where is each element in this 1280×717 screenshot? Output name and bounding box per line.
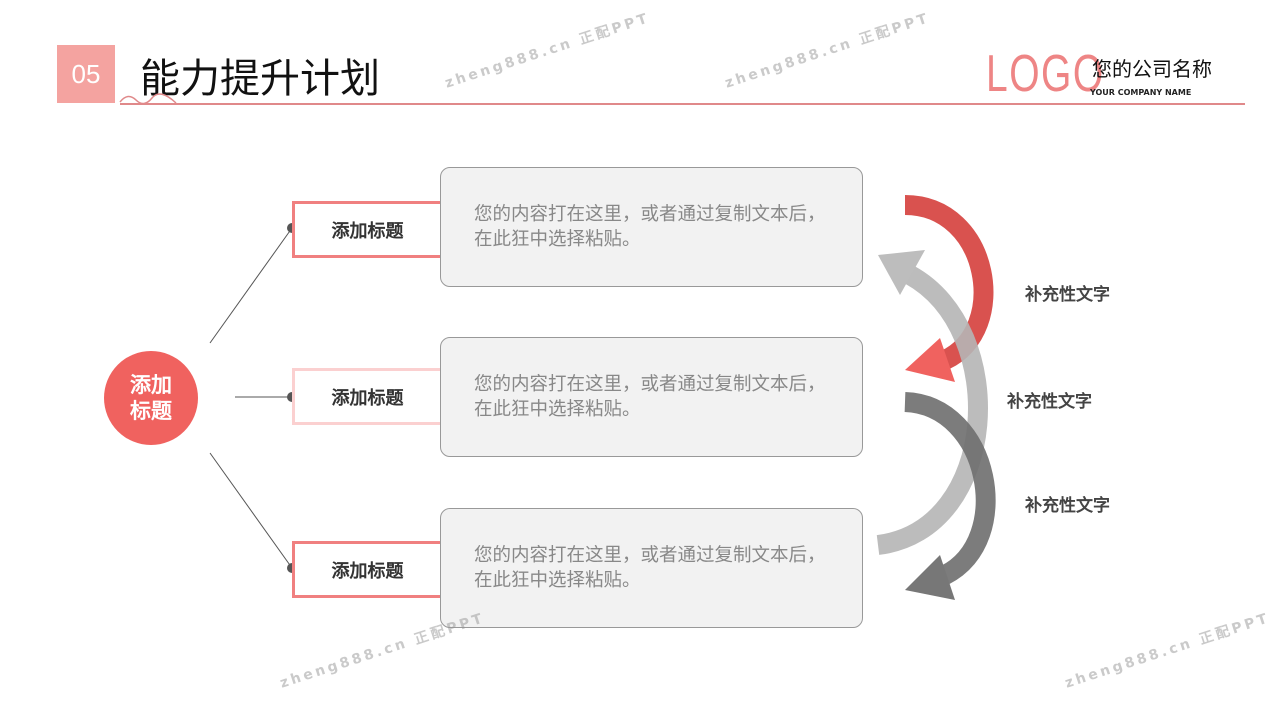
item-title-box: 添加标题 bbox=[292, 541, 440, 598]
item-title-box: 添加标题 bbox=[292, 368, 440, 425]
header-divider bbox=[120, 103, 1245, 105]
item-content-box: 您的内容打在这里，或者通过复制文本后，在此狂中选择粘贴。 bbox=[440, 167, 863, 287]
center-topic-label: 添加 标题 bbox=[130, 373, 172, 423]
page-title: 能力提升计划 bbox=[140, 56, 380, 102]
side-label: 补充性文字 bbox=[1025, 496, 1110, 516]
center-topic-circle: 添加 标题 bbox=[104, 351, 198, 445]
side-label: 补充性文字 bbox=[1025, 285, 1110, 305]
item-content-box: 您的内容打在这里，或者通过复制文本后，在此狂中选择粘贴。 bbox=[440, 337, 863, 457]
side-label: 补充性文字 bbox=[1007, 392, 1092, 412]
item-title: 添加标题 bbox=[331, 220, 404, 242]
item-content-box: 您的内容打在这里，或者通过复制文本后，在此狂中选择粘贴。 bbox=[440, 508, 863, 628]
item-title-box: 添加标题 bbox=[292, 201, 440, 258]
logo: LOGO bbox=[986, 45, 1105, 103]
item-title: 添加标题 bbox=[331, 387, 404, 409]
item-title: 添加标题 bbox=[331, 560, 404, 582]
company-name-en: YOUR COMPANY NAME bbox=[1090, 88, 1192, 97]
company-name: 您的公司名称 bbox=[1092, 57, 1212, 81]
section-number-badge: 05 bbox=[57, 45, 115, 103]
